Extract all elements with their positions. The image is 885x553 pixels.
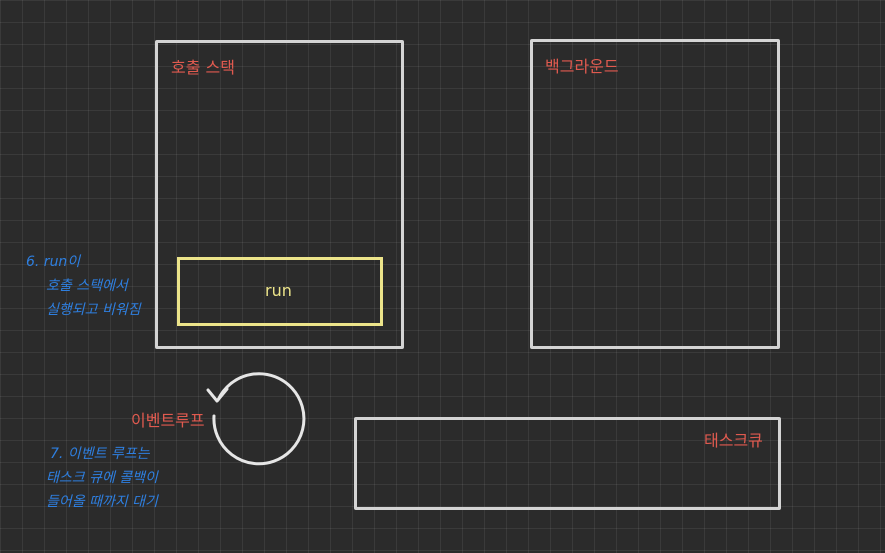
call-stack-label: 호출 스택	[171, 58, 235, 77]
note-step-6-line: 호출 스택에서	[46, 278, 128, 294]
background-box	[530, 39, 780, 349]
note-step-6: 6. run이 호출 스택에서 실행되고 비워짐	[26, 250, 141, 322]
note-step-6-line: 실행되고 비워짐	[46, 302, 141, 318]
task-queue-label: 태스크큐	[704, 431, 763, 450]
note-step-7: 7. 이벤트 루프는 태스크 큐에 콜백이 들어올 때까지 대기	[46, 442, 158, 514]
call-stack-box	[155, 40, 404, 349]
task-queue-box	[354, 417, 781, 510]
background-label: 백그라운드	[545, 57, 619, 76]
note-step-7-line: 태스크 큐에 콜백이	[46, 470, 158, 486]
note-step-6-line: 6. run이	[26, 254, 81, 270]
note-step-7-line: 들어올 때까지 대기	[46, 494, 158, 510]
run-frame	[177, 257, 383, 326]
event-loop-label: 이벤트루프	[131, 411, 205, 430]
event-loop-arrow-icon	[206, 372, 306, 466]
run-frame-label: run	[265, 281, 292, 300]
note-step-7-line: 7. 이벤트 루프는	[50, 446, 150, 462]
